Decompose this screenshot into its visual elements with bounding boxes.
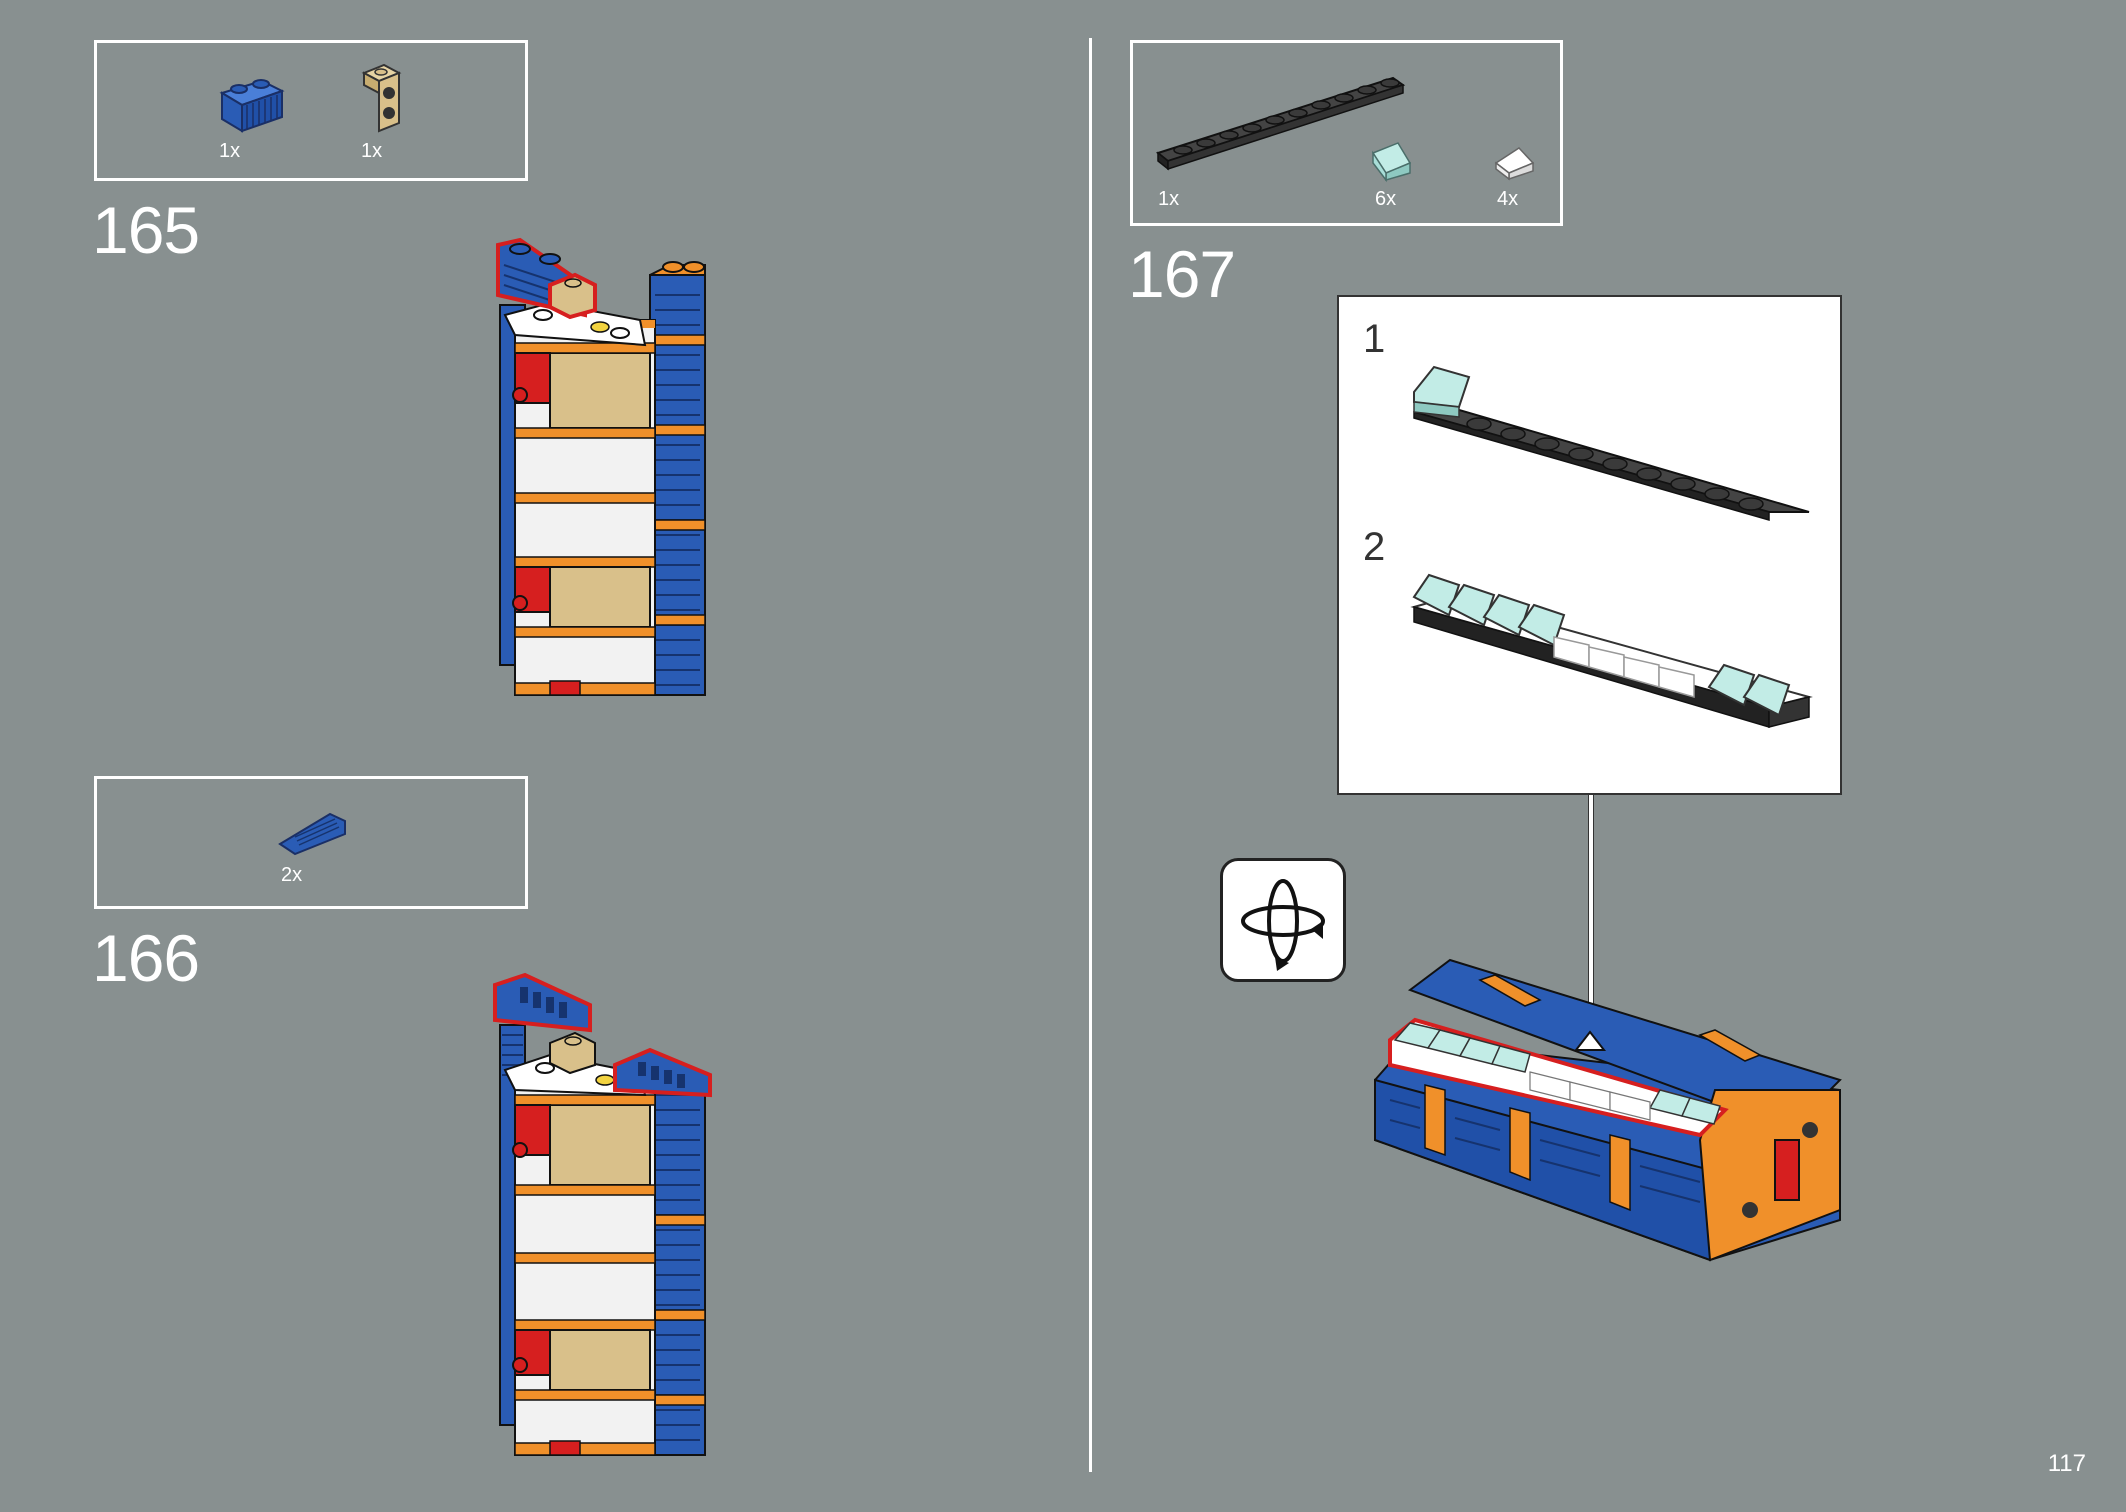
substep-connector-line [1588,795,1594,1035]
step-166-part-1-qty: 2x [281,864,303,886]
step-166-number: 166 [92,921,200,995]
step-165-number: 165 [92,193,200,267]
rotate-model-icon [1220,858,1346,982]
tan-bracket-icon [361,63,402,133]
step-165-part-2-qty: 1x [361,140,383,162]
substep-2-assembly [1410,573,1813,729]
page-divider [1089,38,1092,1472]
step-167-model [1374,958,1842,1262]
step-167-part-1-qty: 1x [1158,188,1180,210]
step-167-parts-callout: 1x 6x 4x [1130,40,1563,226]
step-167-number: 167 [1128,237,1236,311]
step-165-model [496,237,706,696]
black-plate-1x10-icon [1155,76,1406,171]
substep-1-assembly [1413,365,1810,521]
step-167-part-3-qty: 4x [1497,188,1519,210]
page-number: 117 [2047,1450,2086,1477]
white-slope-icon [1494,147,1535,181]
step-167-part-2-qty: 6x [1375,188,1397,210]
blue-brick-1x2-grille-icon [219,79,285,133]
trans-light-blue-slope-icon [1371,142,1412,183]
rotate-arrows-icon [1241,879,1325,971]
step-166-parts-callout: 2x [94,776,528,909]
step-167-substeps-panel: 1 2 [1337,295,1842,795]
blue-slope-grille-icon [278,812,346,856]
step-165-part-1-qty: 1x [219,140,241,162]
substep-1-number: 1 [1363,317,1386,361]
step-165-parts-callout: 1x 1x [94,40,528,181]
substep-2-number: 2 [1363,525,1386,569]
step-166-model [493,972,712,1456]
